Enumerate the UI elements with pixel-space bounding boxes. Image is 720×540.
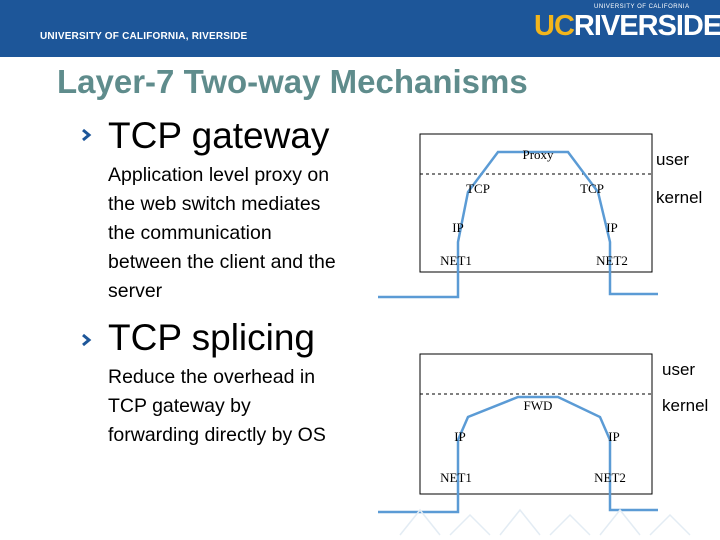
net1-label: NET1 — [440, 253, 472, 268]
chevron-right-icon — [82, 333, 92, 347]
bullet-heading-tcp-splicing: TCP splicing — [108, 317, 316, 358]
university-name: UNIVERSITY OF CALIFORNIA, RIVERSIDE — [40, 31, 248, 42]
body-line: forwarding directly by OS — [108, 424, 326, 446]
body-line: Reduce the overhead in — [108, 366, 316, 388]
tcp-splicing-diagram: FWD IP IP NET1 NET2 — [378, 353, 658, 514]
body-line: Application level proxy on — [108, 164, 330, 186]
logo-riverside: RIVERSIDE — [573, 10, 720, 42]
logo-small-text: UNIVERSITY OF CALIFORNIA — [594, 4, 690, 10]
net1-label: NET1 — [440, 470, 472, 485]
net2-label: NET2 — [596, 253, 628, 268]
ip-left-label: IP — [452, 220, 464, 235]
body-line: server — [108, 280, 163, 302]
ip-right-label: IP — [608, 429, 620, 444]
body-line: between the client and the — [108, 251, 336, 273]
body-line: the communication — [108, 222, 272, 244]
body-line: TCP gateway by — [108, 395, 251, 417]
chevron-right-icon — [82, 128, 92, 142]
body-line: the web switch mediates — [108, 193, 321, 215]
ucr-logo: UNIVERSITY OF CALIFORNIA UCRIVERSIDE — [534, 4, 720, 43]
user-label: user — [656, 150, 690, 169]
kernel-label: kernel — [656, 188, 703, 207]
ip-left-label: IP — [454, 429, 466, 444]
proxy-label: Proxy — [522, 147, 554, 162]
diagram-frame — [419, 133, 653, 273]
ip-right-label: IP — [606, 220, 618, 235]
background-pattern — [399, 508, 691, 536]
tcp-right-label: TCP — [580, 181, 604, 196]
tcp-gateway-diagram: Proxy TCP TCP IP IP NET1 NET2 — [378, 133, 658, 299]
tcp-left-label: TCP — [466, 181, 490, 196]
bullet-heading-tcp-gateway: TCP gateway — [108, 115, 330, 156]
user-label: user — [662, 360, 696, 379]
slide-title: Layer-7 Two-way Mechanisms — [57, 63, 528, 100]
header-bar: UNIVERSITY OF CALIFORNIA, RIVERSIDE UNIV… — [0, 0, 720, 57]
data-path-line — [378, 395, 658, 514]
kernel-label: kernel — [662, 396, 709, 415]
fwd-label: FWD — [524, 398, 553, 413]
diagram-frame — [419, 353, 653, 495]
net2-label: NET2 — [594, 470, 626, 485]
bullet-body-tcp-gateway: Application level proxy on the web switc… — [108, 161, 336, 306]
data-path-line — [378, 150, 658, 299]
bullet-body-tcp-splicing: Reduce the overhead in TCP gateway by fo… — [108, 363, 326, 450]
logo-uc: UC — [534, 10, 575, 42]
